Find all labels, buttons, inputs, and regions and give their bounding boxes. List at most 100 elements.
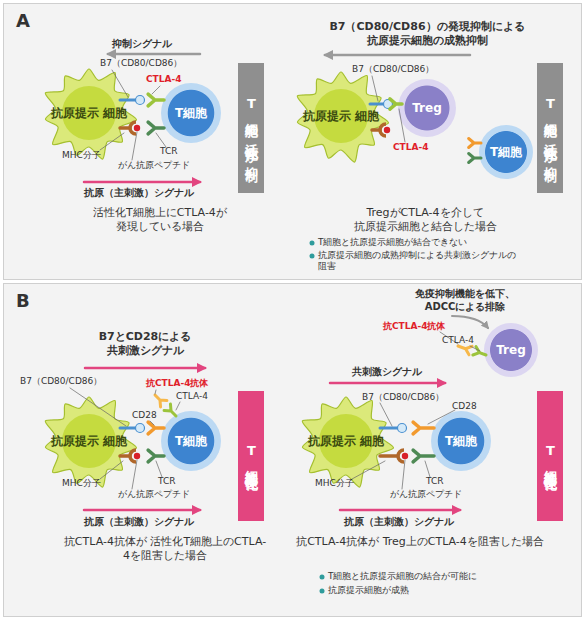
antibody-symbol xyxy=(458,346,472,355)
ctla4-receptor xyxy=(164,404,176,416)
t-cell: T細胞 xyxy=(161,83,221,143)
apc-cell: 抗原提示 細胞 xyxy=(39,63,139,163)
node-label: 抗原提示 細胞 xyxy=(39,63,139,163)
molecule-label: CD28 xyxy=(132,410,157,421)
heading-text: B7とCD28による 共刺激シグナル xyxy=(65,330,225,358)
leader-line xyxy=(156,133,166,147)
panel-letter: A xyxy=(16,10,30,31)
treg-cell: Treg xyxy=(398,79,456,137)
b7-molecule xyxy=(120,427,136,430)
signal-arrow xyxy=(340,509,460,512)
molecule-label: MHC分子 xyxy=(62,478,101,489)
b7-molecule xyxy=(370,103,384,106)
caption-text: 抗CTLA-4抗体が Treg上のCTLA-4を阻害した場合 xyxy=(295,535,545,549)
apc-cell: 抗原提示 細胞 xyxy=(296,391,396,491)
signal-arrow xyxy=(325,54,470,57)
ctla4-receptor xyxy=(148,94,164,106)
tcr-receptor xyxy=(413,450,434,462)
signal-label: 抑制シグナル xyxy=(112,38,172,51)
bullet-dot xyxy=(310,254,315,259)
node-label: T細胞 xyxy=(161,83,221,143)
node-label: T細胞 xyxy=(431,411,491,471)
b7-molecule xyxy=(398,424,407,433)
bullet-text: 抗原提示細胞が成熟 xyxy=(328,585,409,596)
signal-label: 抗原（主刺激）シグナル xyxy=(84,187,194,200)
panel-band: A抗原提示 細胞T細胞T細胞の活性化が抑制抗原提示 細胞TregT細胞T細胞の活… xyxy=(3,3,582,280)
leader-line xyxy=(399,109,405,142)
leader-line xyxy=(100,133,124,150)
heading-text: B7（CD80/CD86）の発現抑制による 抗原提示細胞の成熟抑制 xyxy=(292,20,562,48)
bullet-dot xyxy=(310,241,315,246)
signal-arrow xyxy=(84,509,200,512)
signal-arrow xyxy=(330,382,445,385)
t-cell: T細胞 xyxy=(479,125,533,179)
antibody-symbol xyxy=(155,395,167,407)
signal-arrow xyxy=(84,181,200,184)
signal-label: 抗原（主刺激）シグナル xyxy=(84,516,194,529)
b7-molecule xyxy=(136,96,145,105)
molecule-label: がん抗原ペプチド xyxy=(390,489,462,500)
leader-line xyxy=(372,76,378,101)
molecule-label: CD28 xyxy=(452,401,477,412)
node-label: Treg xyxy=(398,79,456,137)
leader-line xyxy=(155,390,156,394)
leader-line xyxy=(70,388,126,426)
b7-molecule xyxy=(380,427,398,430)
leader-line xyxy=(380,403,392,426)
leader-line xyxy=(132,460,137,489)
leader-line xyxy=(352,461,385,479)
molecule-label: TCR xyxy=(160,146,178,157)
result-box: T細胞の活性化が抑制 xyxy=(537,63,563,193)
bullet-text: 抗原提示細胞の成熟抑制による共刺激シグナルの阻害 xyxy=(318,250,518,273)
tcr-receptor xyxy=(148,450,164,462)
caption-text: TregがCTLA-4を介して 抗原提示細胞と結合した場合 xyxy=(300,206,550,234)
leader-line xyxy=(112,70,128,97)
peptide-dot xyxy=(134,453,140,459)
leader-line xyxy=(100,461,123,479)
mhc-molecule xyxy=(380,454,398,458)
molecule-label: CTLA-4 xyxy=(442,335,474,346)
result-box: T細胞活性化 xyxy=(238,391,264,521)
caption-text: 抗CTLA-4抗体が 活性化T細胞上のCTLA-4を阻害した場合 xyxy=(45,535,285,563)
molecule-label: B7（CD80/CD86） xyxy=(352,64,434,75)
signal-arrow xyxy=(85,367,205,370)
bullet-dot xyxy=(320,589,325,594)
leader-line xyxy=(156,461,162,477)
molecule-label: MHC分子 xyxy=(62,150,101,161)
leader-line xyxy=(132,132,137,160)
peptide-dot xyxy=(384,127,390,133)
molecule-label: B7（CD80/CD86） xyxy=(20,376,102,387)
peptide-dot xyxy=(402,453,408,459)
caption-text: 活性化T細胞上にCTLA-4が 発現している場合 xyxy=(55,206,265,234)
signal-arrow xyxy=(108,53,200,56)
node-label: 抗原提示 細胞 xyxy=(296,391,396,491)
result-box: T細胞活性化 xyxy=(537,391,563,521)
molecule-label: CTLA-4 xyxy=(393,142,428,153)
molecule-label: 抗CTLA-4抗体 xyxy=(146,378,208,389)
node-label: T細胞活性化 xyxy=(537,391,563,521)
panel-band: B 抗原提示 細胞 T細胞 T細胞活性化 Treg 抗原提示 細胞 T細胞 T細胞活性化 xyxy=(3,283,582,617)
molecule-label: がん抗原ペプチド xyxy=(118,160,190,171)
leader-line xyxy=(152,86,160,94)
t-cell: T細胞 xyxy=(431,411,491,471)
panel-letter: B xyxy=(16,290,30,311)
node-label: T細胞の活性化が抑制 xyxy=(537,63,563,193)
cd28-receptor xyxy=(469,138,481,147)
tcr-receptor xyxy=(148,122,164,134)
node-label: 抗原提示 細胞 xyxy=(39,391,139,491)
t-cell: T細胞 xyxy=(161,411,221,471)
node-label: T細胞活性化 xyxy=(238,391,264,521)
leader-line xyxy=(425,461,430,477)
leader-line xyxy=(470,346,480,351)
heading-text: 免疫抑制機能を低下、 ADCCによる排除 xyxy=(390,288,540,313)
molecule-label: MHC分子 xyxy=(315,478,354,489)
node-label: Treg xyxy=(484,323,538,377)
bullet-text: T細胞と抗原提示細胞の結合が可能に xyxy=(328,571,478,582)
leader-line xyxy=(402,460,405,489)
node-label: T細胞 xyxy=(161,411,221,471)
signal-label: 共刺激シグナル xyxy=(352,366,422,379)
node-label: T細胞の活性化が抑制 xyxy=(238,63,264,193)
bullet-text: T細胞と抗原提示細胞が結合できない xyxy=(318,237,468,248)
result-box: T細胞の活性化が抑制 xyxy=(238,63,264,193)
